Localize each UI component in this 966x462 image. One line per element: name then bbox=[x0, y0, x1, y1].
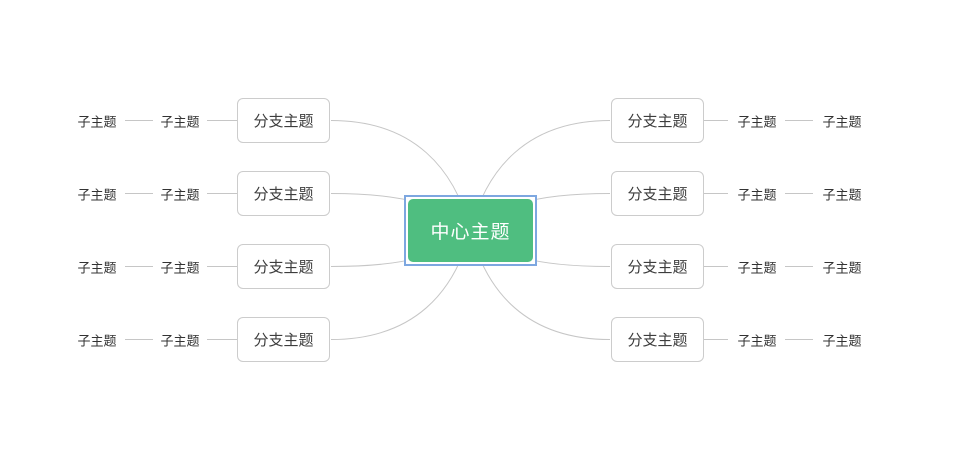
subtopic-node-right-1-2[interactable]: 子主题 bbox=[822, 114, 862, 129]
subtopic-node-right-2-2[interactable]: 子主题 bbox=[822, 187, 862, 202]
subtopic-node-right-1-1[interactable]: 子主题 bbox=[737, 114, 777, 129]
branch-label: 分支主题 bbox=[627, 259, 688, 276]
branch-label: 分支主题 bbox=[627, 113, 688, 130]
subtopic-node-right-4-2[interactable]: 子主题 bbox=[822, 333, 862, 348]
branch-node-left-3[interactable]: 分支主题 bbox=[237, 244, 330, 289]
subtopic-node-left-4-1[interactable]: 子主题 bbox=[160, 333, 200, 348]
branch-label: 分支主题 bbox=[627, 186, 688, 203]
subtopic-node-left-1-2[interactable]: 子主题 bbox=[77, 114, 117, 129]
branch-label: 分支主题 bbox=[253, 186, 314, 203]
branch-label: 分支主题 bbox=[627, 332, 688, 349]
subtopic-node-right-2-1[interactable]: 子主题 bbox=[737, 187, 777, 202]
subtopic-node-right-4-1[interactable]: 子主题 bbox=[737, 333, 777, 348]
subtopic-node-left-3-2[interactable]: 子主题 bbox=[77, 260, 117, 275]
branch-node-left-4[interactable]: 分支主题 bbox=[237, 317, 330, 362]
branch-node-right-3[interactable]: 分支主题 bbox=[611, 244, 704, 289]
subtopic-node-left-1-1[interactable]: 子主题 bbox=[160, 114, 200, 129]
subtopic-node-right-3-2[interactable]: 子主题 bbox=[822, 260, 862, 275]
subtopic-node-left-2-1[interactable]: 子主题 bbox=[160, 187, 200, 202]
branch-node-right-2[interactable]: 分支主题 bbox=[611, 171, 704, 216]
branch-label: 分支主题 bbox=[253, 332, 314, 349]
subtopic-node-left-4-2[interactable]: 子主题 bbox=[77, 333, 117, 348]
subtopic-node-right-3-1[interactable]: 子主题 bbox=[737, 260, 777, 275]
central-topic-node[interactable]: 中心主题 bbox=[404, 195, 537, 266]
subtopic-node-left-2-2[interactable]: 子主题 bbox=[77, 187, 117, 202]
branch-label: 分支主题 bbox=[253, 113, 314, 130]
branch-node-left-2[interactable]: 分支主题 bbox=[237, 171, 330, 216]
branch-node-right-1[interactable]: 分支主题 bbox=[611, 98, 704, 143]
branch-node-right-4[interactable]: 分支主题 bbox=[611, 317, 704, 362]
subtopic-node-left-3-1[interactable]: 子主题 bbox=[160, 260, 200, 275]
branch-label: 分支主题 bbox=[253, 259, 314, 276]
branch-node-left-1[interactable]: 分支主题 bbox=[237, 98, 330, 143]
central-topic-box: 中心主题 bbox=[408, 199, 533, 262]
central-topic-label: 中心主题 bbox=[430, 222, 511, 243]
